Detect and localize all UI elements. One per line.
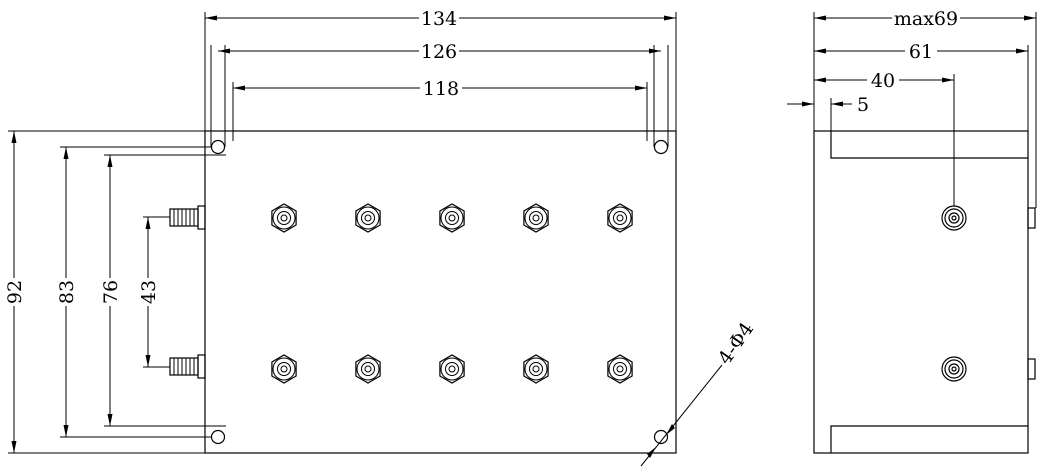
side-view: max69 61 40 5 (787, 6, 1037, 454)
side-terminal-nub (1027, 207, 1036, 229)
mounting-hole (653, 429, 669, 445)
hex-terminal (271, 203, 297, 233)
side-housing-outline (813, 130, 1029, 454)
mounting-hole (210, 139, 226, 155)
dim-label: 5 (857, 94, 869, 116)
front-view: 134 126 118 92 (3, 6, 759, 467)
housing-outline (204, 130, 677, 454)
dim-40: 40 (814, 68, 954, 92)
dim-label: 126 (421, 41, 457, 63)
hex-terminal (355, 354, 381, 384)
hex-terminals (271, 203, 633, 384)
dim-label: 40 (871, 70, 895, 92)
hex-terminal (523, 354, 549, 384)
sma-connector-top (169, 205, 206, 230)
hex-terminal (607, 354, 633, 384)
hole-callout-label: 4-Φ4 (714, 318, 759, 368)
dim-118: 118 (233, 76, 647, 100)
dim-76: 76 (99, 155, 122, 426)
mounting-hole (653, 139, 669, 155)
base-step (830, 425, 1028, 453)
side-connector-top (941, 205, 967, 231)
side-terminal-nub (1027, 358, 1036, 380)
hex-terminal (271, 354, 297, 384)
dim-5: 5 (787, 94, 869, 116)
lid-step (830, 131, 1028, 159)
hex-terminal (523, 203, 549, 233)
sma-connector-bottom (169, 354, 206, 379)
dim-label: 43 (138, 280, 160, 304)
dim-43: 43 (137, 217, 160, 367)
dim-126: 126 (218, 39, 661, 63)
hex-terminal (355, 203, 381, 233)
dim-max69: max69 (814, 6, 1036, 30)
hex-terminal (439, 354, 465, 384)
dim-61: 61 (814, 39, 1028, 63)
hex-terminal (439, 203, 465, 233)
dim-label: 76 (100, 280, 122, 304)
dim-label: 118 (423, 78, 459, 100)
mounting-hole (210, 429, 226, 445)
dim-label: 134 (421, 8, 457, 30)
dim-label: 61 (909, 41, 933, 63)
dim-label: 92 (4, 280, 26, 304)
dim-label: 83 (56, 280, 78, 304)
dim-83: 83 (55, 147, 78, 437)
dim-label: max69 (894, 8, 958, 30)
dim-134: 134 (205, 6, 676, 30)
hex-terminal (607, 203, 633, 233)
side-connector-bottom (941, 356, 967, 382)
hole-callout: 4-Φ4 (640, 318, 759, 467)
mounting-holes (210, 139, 669, 445)
dim-92: 92 (3, 131, 26, 453)
